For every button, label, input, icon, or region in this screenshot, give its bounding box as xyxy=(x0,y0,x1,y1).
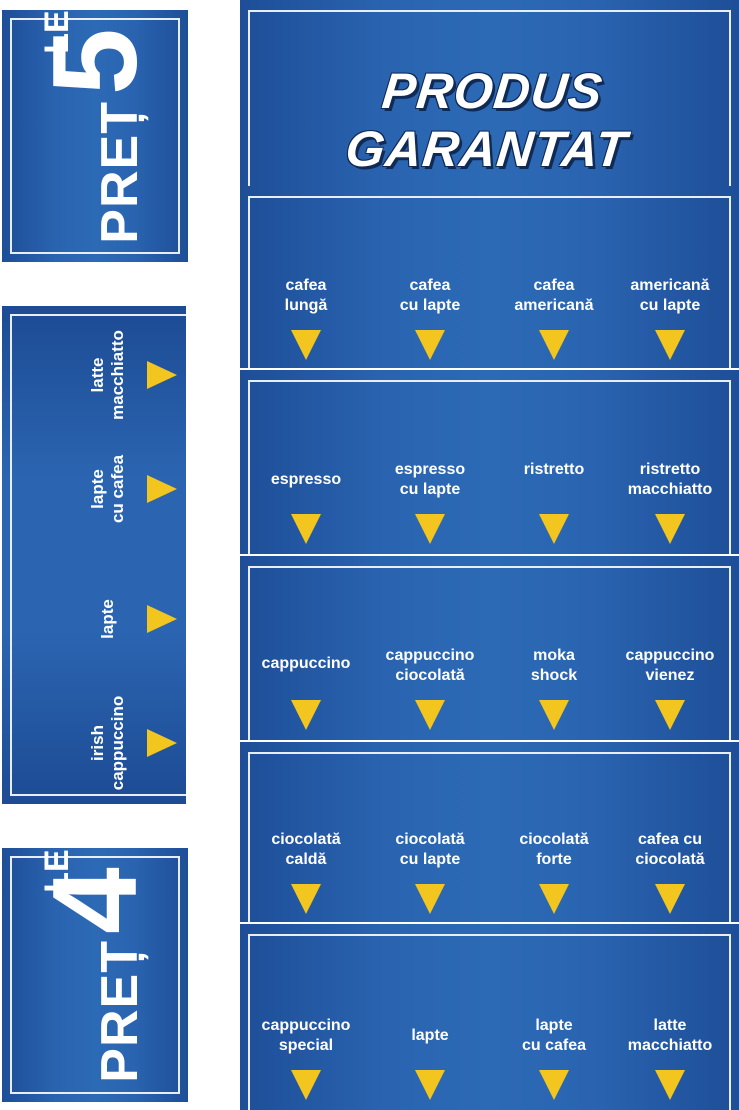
side-item-lapte[interactable]: lapte xyxy=(2,564,186,674)
price-pret-text: PREȚ xyxy=(91,101,149,244)
select-arrow-icon xyxy=(147,361,177,389)
select-arrow-icon xyxy=(655,330,685,360)
select-arrow-icon xyxy=(655,884,685,914)
header-frame xyxy=(248,10,731,186)
row-frame xyxy=(248,196,731,368)
select-arrow-icon xyxy=(291,884,321,914)
price-currency: LEI xyxy=(38,0,76,54)
select-arrow-icon xyxy=(655,1070,685,1100)
row-frame xyxy=(248,380,731,554)
row-frame xyxy=(248,566,731,740)
select-arrow-icon xyxy=(415,514,445,544)
select-arrow-icon xyxy=(415,1070,445,1100)
select-arrow-icon xyxy=(415,330,445,360)
product-label: espresso xyxy=(270,471,342,488)
price-label-bottom: PREȚ 4 LEI xyxy=(28,840,162,1083)
select-arrow-icon xyxy=(539,330,569,360)
select-arrow-icon xyxy=(147,605,177,633)
product-button-espresso[interactable]: espresso xyxy=(244,370,368,554)
select-arrow-icon xyxy=(539,884,569,914)
select-arrow-icon xyxy=(655,514,685,544)
select-arrow-icon xyxy=(147,475,177,503)
select-arrow-icon xyxy=(291,1070,321,1100)
product-label: ristretto xyxy=(523,461,585,478)
price-pret-text: PREȚ xyxy=(91,940,149,1083)
price-label-top: PREȚ 5 LEI xyxy=(28,1,162,244)
price-currency: LEI xyxy=(38,839,76,893)
product-button-lapte[interactable]: lapte xyxy=(368,924,492,1110)
price-panel-frame xyxy=(10,18,180,254)
product-label: lapte xyxy=(411,1027,449,1044)
select-arrow-icon xyxy=(539,700,569,730)
select-arrow-icon xyxy=(291,330,321,360)
row-frame xyxy=(248,752,731,922)
select-arrow-icon xyxy=(415,884,445,914)
price-panel-top: PREȚ 5 LEI xyxy=(2,1,188,262)
header: PRODUS GARANTAT xyxy=(240,0,739,186)
select-arrow-icon xyxy=(291,700,321,730)
product-label: cappuccino xyxy=(261,655,351,672)
product-button-cappuccino[interactable]: cappuccino xyxy=(244,556,368,740)
select-arrow-icon xyxy=(539,1070,569,1100)
select-arrow-icon xyxy=(147,729,177,757)
price-panel-frame xyxy=(10,856,180,1094)
price-panel-bottom: PREȚ 4 LEI xyxy=(2,840,188,1102)
select-arrow-icon xyxy=(655,700,685,730)
side-item-label: lapte xyxy=(98,599,117,639)
select-arrow-icon xyxy=(539,514,569,544)
header-title: PRODUS GARANTAT xyxy=(342,63,630,177)
side-panel-frame xyxy=(10,314,186,796)
product-button-ristretto[interactable]: ristretto xyxy=(492,370,616,554)
select-arrow-icon xyxy=(291,514,321,544)
row-frame xyxy=(248,934,731,1110)
select-arrow-icon xyxy=(415,700,445,730)
